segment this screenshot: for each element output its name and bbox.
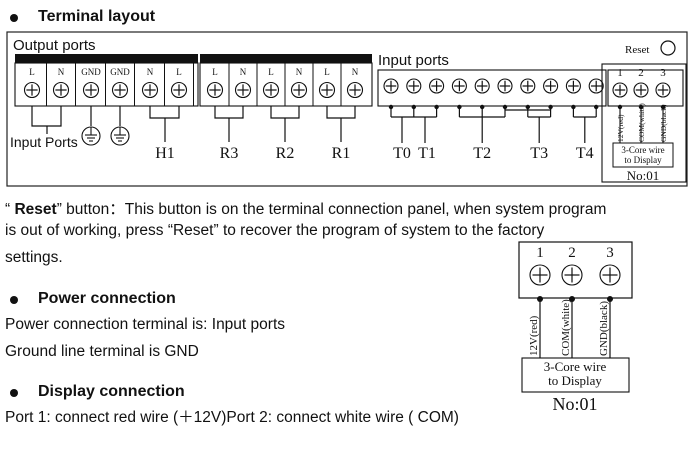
output-label: R2 bbox=[276, 145, 295, 162]
sensor-label: T0 bbox=[393, 145, 411, 162]
output-terminal-block: L N GND GND N L bbox=[14, 54, 199, 107]
relay-terminal-label: N bbox=[296, 67, 303, 77]
relay-terminal-label: L bbox=[268, 67, 274, 77]
sensor-label: T3 bbox=[530, 145, 548, 162]
reset-line-1: “ Reset” button：This button is on the te… bbox=[5, 197, 606, 219]
detail-terminal-screw bbox=[561, 264, 583, 286]
sensor-label: T2 bbox=[473, 145, 491, 162]
output-terminal-screw bbox=[170, 81, 188, 99]
sensor-label: T4 bbox=[576, 145, 594, 162]
power-line-1: Power connection terminal is: Input port… bbox=[5, 316, 285, 333]
detail-terminal-number: 2 bbox=[568, 245, 576, 261]
detail-box-line1: 3-Core wire bbox=[544, 359, 607, 374]
output-terminal-screw bbox=[23, 81, 41, 99]
input-terminal-screw bbox=[451, 78, 467, 94]
input-terminal-block bbox=[377, 69, 607, 110]
relay-terminal-label: L bbox=[212, 67, 218, 77]
reset-line-1-rest: ” button：This button is on the terminal … bbox=[56, 201, 607, 218]
reset-line-2: is out of working, press “Reset” to reco… bbox=[5, 222, 545, 239]
input-terminal-screw bbox=[520, 78, 536, 94]
relay-terminal-screw bbox=[262, 81, 280, 99]
input-terminal-screw bbox=[474, 78, 490, 94]
input-ports-label: Input ports bbox=[378, 52, 449, 69]
display-wire-label: 12V(red) bbox=[616, 114, 625, 142]
output-terminal-label: N bbox=[147, 67, 154, 77]
input-terminal-screw bbox=[429, 78, 445, 94]
ground-icon bbox=[81, 126, 101, 146]
display-terminal-screw bbox=[633, 82, 649, 98]
display-terminal-screw bbox=[655, 82, 671, 98]
detail-no: No:01 bbox=[553, 394, 598, 414]
input-terminal-screw bbox=[406, 78, 422, 94]
ground-icon bbox=[110, 126, 130, 146]
output-label: H1 bbox=[155, 145, 175, 162]
relay-terminal-screw bbox=[206, 81, 224, 99]
terminal-layout-heading: Terminal layout bbox=[38, 8, 156, 25]
display-terminal-screw bbox=[612, 82, 628, 98]
quote-open: “ bbox=[5, 201, 15, 218]
input-terminal-screw bbox=[383, 78, 399, 94]
detail-terminal-screw bbox=[529, 264, 551, 286]
display-box-line1: 3-Core wire bbox=[621, 145, 664, 155]
detail-terminal-number: 1 bbox=[536, 245, 544, 261]
display-line-1: Port 1: connect red wire (＋12V)Port 2: c… bbox=[5, 409, 459, 426]
output-terminal-screw bbox=[52, 81, 70, 99]
output-terminal-screw bbox=[141, 81, 159, 99]
bullet bbox=[10, 296, 18, 304]
relay-terminal-label: L bbox=[324, 67, 330, 77]
output-terminal-label: GND bbox=[110, 67, 130, 77]
output-terminal-screw bbox=[111, 81, 129, 99]
detail-terminal-number: 3 bbox=[606, 245, 614, 261]
reset-line-3: settings. bbox=[5, 249, 63, 266]
output-terminal-label: N bbox=[58, 67, 65, 77]
relay-terminal-screw bbox=[346, 81, 364, 99]
detail-wire-label: COM(white) bbox=[560, 299, 572, 356]
display-box-line2: to Display bbox=[624, 155, 662, 165]
output-label: R3 bbox=[220, 145, 239, 162]
display-wire-label: COM(white) bbox=[637, 103, 646, 142]
relay-terminal-screw bbox=[234, 81, 252, 99]
display-no: No:01 bbox=[627, 168, 660, 183]
display-terminal-number: 2 bbox=[638, 67, 644, 79]
power-heading: Power connection bbox=[38, 290, 176, 307]
display-terminal-number: 1 bbox=[617, 67, 623, 79]
input-ports-note: Input Ports bbox=[10, 134, 78, 150]
output-terminal-label: GND bbox=[81, 67, 101, 77]
input-terminal-screw bbox=[497, 78, 513, 94]
output-label: R1 bbox=[332, 145, 351, 162]
detail-wire-label: 12V(red) bbox=[528, 315, 540, 356]
bullet bbox=[10, 14, 18, 22]
terminal-layout-diagram: Output ports Input ports Reset L N GND GND N… bbox=[6, 31, 688, 187]
power-line-2: Ground line terminal is GND bbox=[5, 343, 199, 360]
display-wire-label: GND(black) bbox=[659, 104, 668, 142]
relay-terminal-label: N bbox=[240, 67, 247, 77]
input-terminal-screw bbox=[565, 78, 581, 94]
reset-button[interactable] bbox=[660, 40, 676, 56]
detail-terminal-screw bbox=[599, 264, 621, 286]
display-heading: Display connection bbox=[38, 383, 185, 400]
bullet bbox=[10, 389, 18, 397]
output-terminal-screw bbox=[82, 81, 100, 99]
detail-wire-label: GND(black) bbox=[598, 301, 610, 356]
relay-terminal-screw bbox=[318, 81, 336, 99]
reset-term: Reset bbox=[14, 201, 57, 218]
sensor-label: T1 bbox=[418, 145, 436, 162]
output-terminal-label: L bbox=[29, 67, 35, 77]
input-terminal-screw bbox=[588, 78, 604, 94]
detail-box-line2: to Display bbox=[548, 373, 602, 388]
output-ports-label: Output ports bbox=[13, 37, 96, 54]
display-terminal-number: 3 bbox=[660, 67, 666, 79]
relay-terminal-screw bbox=[290, 81, 308, 99]
output-terminal-label: L bbox=[176, 67, 182, 77]
input-terminal-screw bbox=[543, 78, 559, 94]
relay-terminal-label: N bbox=[352, 67, 359, 77]
reset-label: Reset bbox=[625, 44, 649, 56]
